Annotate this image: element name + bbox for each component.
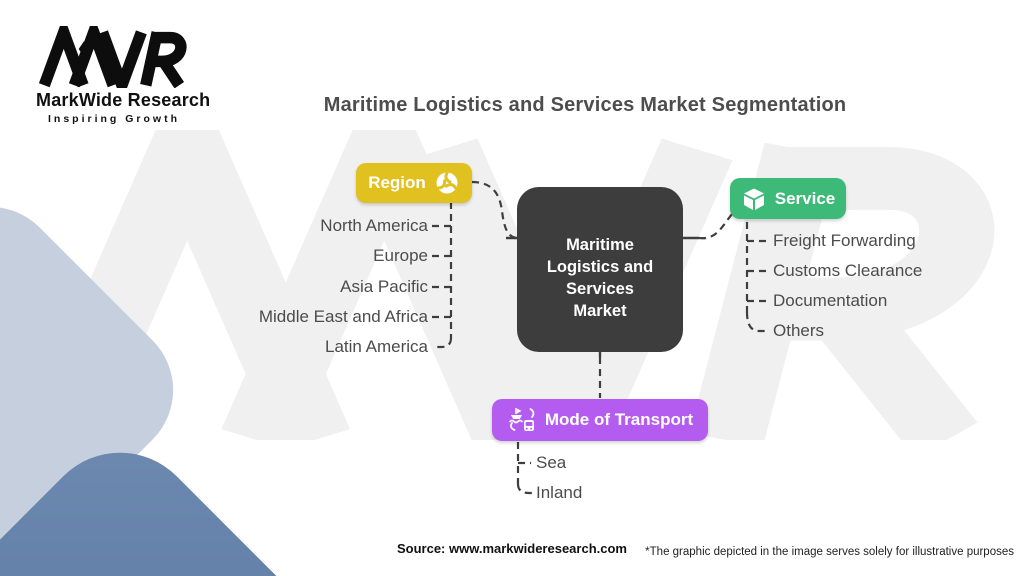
- region-pill-label: Region: [368, 173, 426, 192]
- mwr-logo-mark: [39, 26, 187, 88]
- center-node-maritime-market: Maritime Logistics and Services Market: [517, 187, 683, 352]
- logo-tagline: Inspiring Growth: [48, 113, 180, 125]
- service-item-freight-forwarding: Freight Forwarding: [773, 231, 916, 250]
- logo-company-name: MarkWide Research: [36, 90, 211, 110]
- page-title: Maritime Logistics and Services Market S…: [323, 94, 847, 116]
- service-item-customs-clearance: Customs Clearance: [773, 261, 923, 280]
- region-item-north-america: North America: [320, 216, 428, 235]
- region-item-middle-east-and-africa: Middle East and Africa: [258, 307, 428, 326]
- service-pill-label: Service: [774, 188, 836, 208]
- transport-item-inland: Inland: [536, 483, 583, 502]
- region-item-asia-pacific: Asia Pacific: [340, 277, 428, 296]
- region-item-latin-america: Latin America: [325, 337, 428, 356]
- cube-icon: [743, 188, 764, 210]
- service-item-others: Others: [773, 321, 825, 340]
- ship-train-icon: [509, 408, 535, 431]
- source-text: Source: www.markwideresearch.com: [396, 541, 627, 556]
- markwide-logo: MarkWide Research Inspiring Growth: [36, 26, 211, 125]
- transport-item-sea: Sea: [536, 453, 567, 472]
- branch-pill-region: Region: [356, 163, 472, 203]
- service-item-documentation: Documentation: [773, 291, 888, 310]
- disclaimer-text: *The graphic depicted in the image serve…: [645, 546, 1014, 558]
- region-item-europe: Europe: [373, 246, 428, 265]
- branch-pill-service: Service: [730, 178, 846, 219]
- globe-icon: [436, 171, 458, 194]
- branch-pill-mode-of-transport: Mode of Transport: [492, 399, 708, 441]
- center-node-label: Maritime Logistics and Services Market: [546, 235, 654, 320]
- mode-of-transport-pill-label: Mode of Transport: [544, 410, 694, 429]
